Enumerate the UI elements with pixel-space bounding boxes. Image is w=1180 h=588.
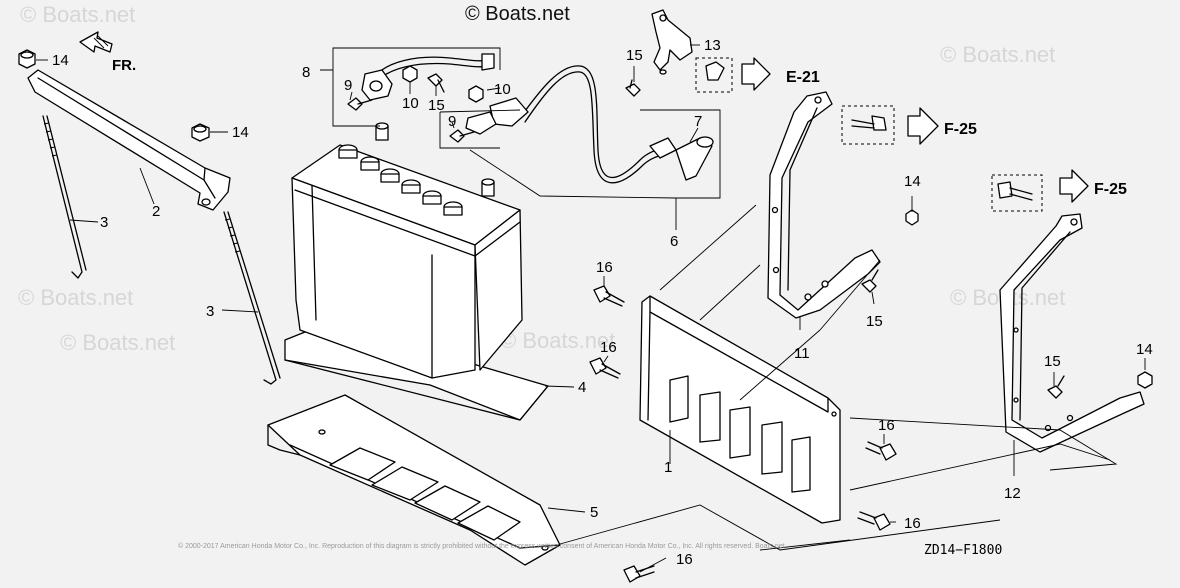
callout-16: 16 xyxy=(878,417,895,434)
j-bolt xyxy=(223,211,281,385)
callout-13: 13 xyxy=(704,37,721,54)
watermark-text: © Boats.net xyxy=(60,330,175,355)
front-direction-indicator: FR. xyxy=(79,31,136,74)
cell-caps xyxy=(338,144,463,216)
support-bracket xyxy=(999,213,1145,453)
small-bolt xyxy=(861,269,879,293)
callout-16: 16 xyxy=(596,259,613,276)
callout-9: 9 xyxy=(344,77,352,94)
copyright-notice: © 2000-2017 American Honda Motor Co., In… xyxy=(178,542,785,550)
callout-14: 14 xyxy=(1136,341,1153,358)
callout-16: 16 xyxy=(904,515,921,532)
callout-10: 10 xyxy=(402,95,419,112)
callout-12: 12 xyxy=(1004,485,1021,502)
callout-15: 15 xyxy=(428,97,445,114)
part-callouts: 14 14 2 3 3 4 5 8 9 10 15 10 9 15 13 7 6… xyxy=(52,37,1153,568)
terminal-cover xyxy=(675,136,714,181)
reference-box-f25 xyxy=(841,105,939,145)
callout-9: 9 xyxy=(448,113,456,130)
mounting-plate xyxy=(639,295,841,524)
callout-4: 4 xyxy=(578,379,586,396)
small-bolt xyxy=(625,79,641,97)
battery-tray xyxy=(267,394,561,566)
flange-bolt xyxy=(589,357,621,379)
arrow-icon xyxy=(907,107,939,145)
small-nut xyxy=(402,65,418,83)
callout-15: 15 xyxy=(866,313,883,330)
small-bolt xyxy=(427,73,445,93)
callout-5: 5 xyxy=(590,504,598,521)
callout-11: 11 xyxy=(794,345,810,362)
negative-cable xyxy=(465,65,677,184)
flange-nut xyxy=(191,123,210,142)
callout-16: 16 xyxy=(676,551,693,568)
flange-nut xyxy=(1137,371,1153,389)
callout-14: 14 xyxy=(904,173,921,190)
flange-bolt xyxy=(857,511,891,531)
callout-2: 2 xyxy=(152,203,160,220)
callout-3: 3 xyxy=(100,214,108,231)
callout-14: 14 xyxy=(232,124,249,141)
watermark-text: © Boats.net xyxy=(500,328,615,353)
callout-15: 15 xyxy=(1044,353,1061,370)
reference-label-f25: F-25 xyxy=(944,121,977,138)
support-bracket xyxy=(767,91,881,319)
small-bolt xyxy=(347,97,373,111)
callout-1: 1 xyxy=(664,459,672,476)
callout-14: 14 xyxy=(52,52,69,69)
watermark-primary: © Boats.net xyxy=(465,3,570,25)
reference-label-f25: F-25 xyxy=(1094,181,1127,198)
reference-box-f25 xyxy=(991,169,1089,212)
battery-terminal xyxy=(481,178,495,197)
battery-hold-bar xyxy=(27,69,231,211)
watermark-text: © Boats.net xyxy=(20,2,135,27)
arrow-icon xyxy=(79,31,113,53)
positive-cable xyxy=(361,53,495,101)
callout-15: 15 xyxy=(626,47,643,64)
reference-label-e21: E-21 xyxy=(786,69,820,86)
arrow-icon xyxy=(1059,169,1089,203)
callout-3: 3 xyxy=(206,303,214,320)
callout-7: 7 xyxy=(694,113,702,130)
callout-10: 10 xyxy=(494,81,511,98)
ground-cable-lug xyxy=(651,9,693,75)
watermark-text: © Boats.net xyxy=(18,285,133,310)
small-bolt xyxy=(1047,375,1065,399)
battery xyxy=(291,122,523,379)
callout-6: 6 xyxy=(670,233,678,250)
flange-nut xyxy=(18,49,36,69)
callout-8: 8 xyxy=(302,64,310,81)
small-nut xyxy=(468,85,484,103)
flange-bolt xyxy=(593,285,625,307)
leader-lines xyxy=(36,44,1146,573)
watermark-text: © Boats.net xyxy=(940,42,1055,67)
diagram-code: ZD14−F1800 xyxy=(924,543,1002,558)
arrow-icon xyxy=(741,57,771,91)
callout-16: 16 xyxy=(600,339,617,356)
reference-box-e21 xyxy=(695,57,771,93)
small-bolt xyxy=(449,129,475,143)
flange-nut xyxy=(905,209,919,226)
flange-bolt xyxy=(865,441,897,461)
direction-label: FR. xyxy=(112,57,136,74)
flange-bolt xyxy=(623,565,655,583)
j-bolt xyxy=(42,115,87,279)
